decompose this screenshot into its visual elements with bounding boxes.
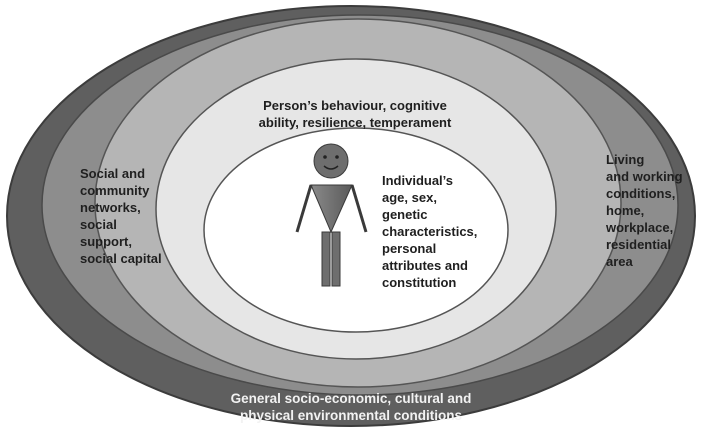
figure-smile: [323, 165, 339, 170]
living-conditions-label: Living and working conditions, home, wor…: [606, 152, 683, 269]
person-figure-icon: [295, 143, 368, 287]
figure-right-arm: [350, 184, 368, 233]
social-networks-label: Social and community networks, social su…: [80, 166, 162, 266]
figure-left-arm: [295, 184, 313, 233]
figure-right-eye: [335, 155, 339, 159]
figure-torso: [310, 184, 353, 234]
figure-right-leg: [331, 231, 341, 287]
figure-head: [313, 143, 349, 179]
figure-left-eye: [323, 155, 327, 159]
individual-label: Individual’s age, sex, genetic character…: [382, 173, 478, 290]
figure-left-leg: [321, 231, 331, 287]
environment-label: General socio-economic, cultural and phy…: [230, 391, 472, 423]
inner-ellipse: [203, 127, 509, 333]
behaviour-label: Person’s behaviour, cognitive ability, r…: [258, 98, 452, 130]
